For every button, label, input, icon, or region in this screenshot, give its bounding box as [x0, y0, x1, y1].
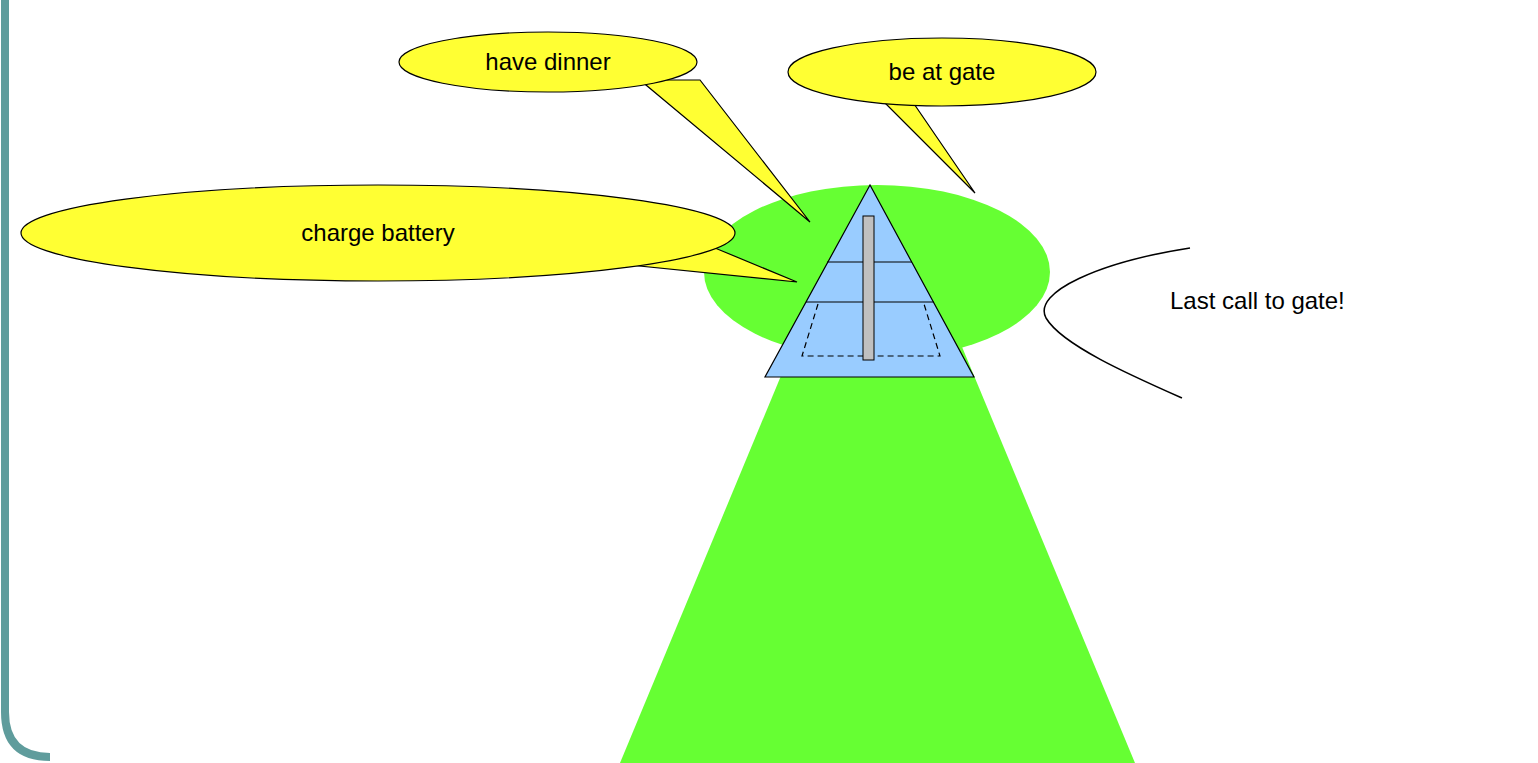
pyramid-bar: [863, 216, 874, 360]
bubble-ellipse: [21, 185, 735, 281]
slide-frame: [5, 0, 50, 757]
bubble-ellipse: [788, 38, 1096, 106]
bubble-text: have dinner: [485, 48, 610, 77]
speech-bubble: charge battery: [20, 184, 736, 282]
speech-text: Last call to gate!: [1170, 287, 1345, 316]
speech-bubble: be at gate: [787, 37, 1097, 107]
callout-tail: [640, 80, 810, 222]
bubble-text: charge battery: [301, 219, 454, 248]
goal-pyramid: [765, 185, 974, 377]
speech-bubble: have dinner: [398, 31, 698, 93]
speech-line: [1044, 248, 1190, 398]
bubble-ellipse: [399, 32, 697, 92]
agent-body: [620, 330, 1135, 763]
bubble-text: be at gate: [889, 58, 996, 87]
